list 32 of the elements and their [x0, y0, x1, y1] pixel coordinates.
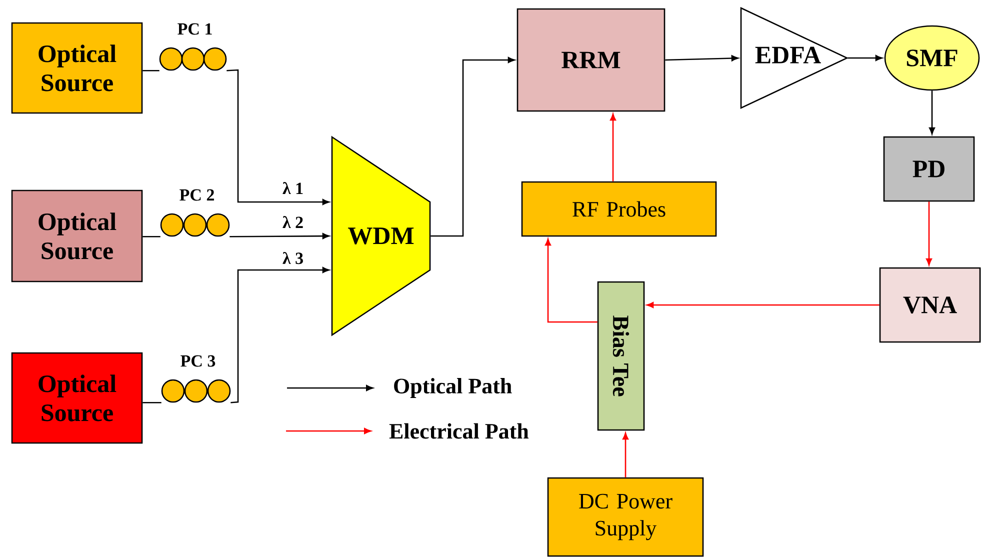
arrow	[929, 90, 935, 134]
process-box: DC Power Supply	[547, 477, 704, 557]
legend-label: Optical Path	[394, 378, 512, 398]
arrow	[226, 69, 330, 205]
process-box: Bias Tee	[597, 281, 645, 431]
arrow	[848, 55, 882, 61]
edge-label: λ 2	[281, 215, 305, 229]
process-box: RF Probes	[521, 181, 717, 237]
polarization-controller: PC 3	[161, 355, 231, 403]
arrow	[622, 432, 628, 478]
polarization-controller: PC 1	[159, 23, 227, 71]
edge-label: λ 3	[281, 250, 305, 266]
arrow	[230, 267, 330, 404]
arrow	[545, 238, 598, 323]
arrow	[610, 114, 616, 182]
arrow	[926, 202, 932, 266]
legend-label: Electrical Path	[389, 423, 529, 439]
edge-label: λ 1	[281, 181, 305, 195]
node-label: PC 3	[180, 355, 216, 367]
source-box: Optical Source	[11, 352, 143, 444]
process-box: RRM	[516, 8, 666, 112]
arrow	[230, 233, 330, 240]
arrow	[665, 55, 738, 62]
arrow	[430, 57, 515, 237]
process-box: PD	[883, 136, 975, 202]
source-box: Optical Source	[11, 190, 143, 282]
source-box: Optical Source	[11, 22, 143, 114]
arrow	[646, 302, 880, 308]
node-label: PC 2	[180, 189, 214, 201]
polarization-controller: PC 2	[160, 189, 230, 237]
node-label: PC 1	[178, 23, 212, 35]
process-box: VNA	[879, 267, 981, 343]
